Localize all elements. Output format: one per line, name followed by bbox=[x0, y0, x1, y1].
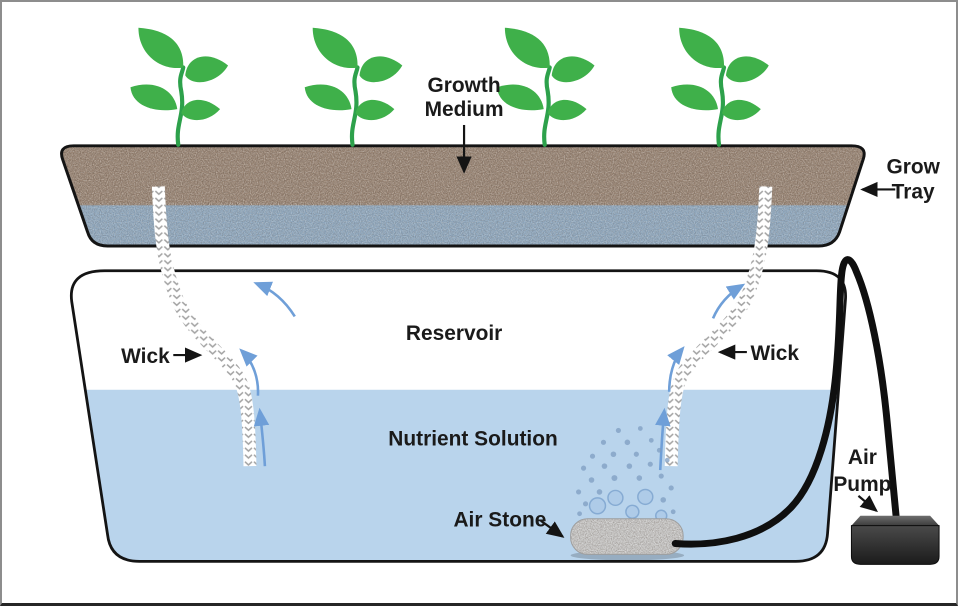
labels: Growth Medium Grow Tray Reservoir Nutrie… bbox=[121, 74, 941, 531]
wick-right-label: Wick bbox=[750, 342, 799, 365]
plant-1 bbox=[130, 28, 228, 145]
label-arrows bbox=[173, 124, 896, 538]
flow-arrow-right-upper bbox=[711, 283, 746, 319]
grow-tray-label-line1: Grow bbox=[886, 156, 940, 179]
growth-medium-label-line1: Growth bbox=[427, 74, 500, 97]
grow-tray bbox=[60, 144, 866, 248]
nutrient-solution-label: Nutrient Solution bbox=[388, 427, 558, 450]
air-stone-arrow bbox=[540, 519, 565, 538]
flow-arrow-left-mid bbox=[239, 348, 260, 396]
air-pump-arrow bbox=[857, 495, 879, 513]
grow-tray-label-line2: Tray bbox=[892, 180, 935, 203]
reservoir-label: Reservoir bbox=[406, 322, 502, 345]
wick-right bbox=[664, 186, 773, 467]
flow-arrows bbox=[239, 281, 746, 471]
air-pump-label-line1: Air bbox=[848, 446, 877, 469]
air-stone-label: Air Stone bbox=[453, 509, 546, 532]
air-pump-label-line2: Pump bbox=[833, 473, 891, 496]
wick-left-label: Wick bbox=[121, 345, 170, 368]
plant-4 bbox=[671, 28, 769, 145]
flow-arrow-left-lower bbox=[253, 407, 270, 467]
plant-3 bbox=[497, 28, 595, 145]
growth-medium-label-line2: Medium bbox=[425, 98, 504, 121]
air-tube bbox=[671, 256, 900, 548]
reservoir bbox=[69, 269, 847, 563]
bubbles bbox=[575, 426, 676, 522]
flow-arrow-right-lower bbox=[655, 407, 671, 471]
grow-tray-outline bbox=[60, 144, 866, 248]
flow-arrow-left-upper bbox=[253, 281, 296, 318]
air-pump bbox=[850, 515, 940, 565]
wick-left bbox=[151, 186, 257, 467]
plant-2 bbox=[305, 28, 403, 145]
air-pump-top bbox=[851, 515, 940, 526]
flow-arrow-right-mid bbox=[667, 346, 685, 392]
air-stone bbox=[570, 518, 685, 561]
air-pump-body bbox=[850, 525, 940, 565]
nutrient-solution-water bbox=[71, 389, 846, 562]
